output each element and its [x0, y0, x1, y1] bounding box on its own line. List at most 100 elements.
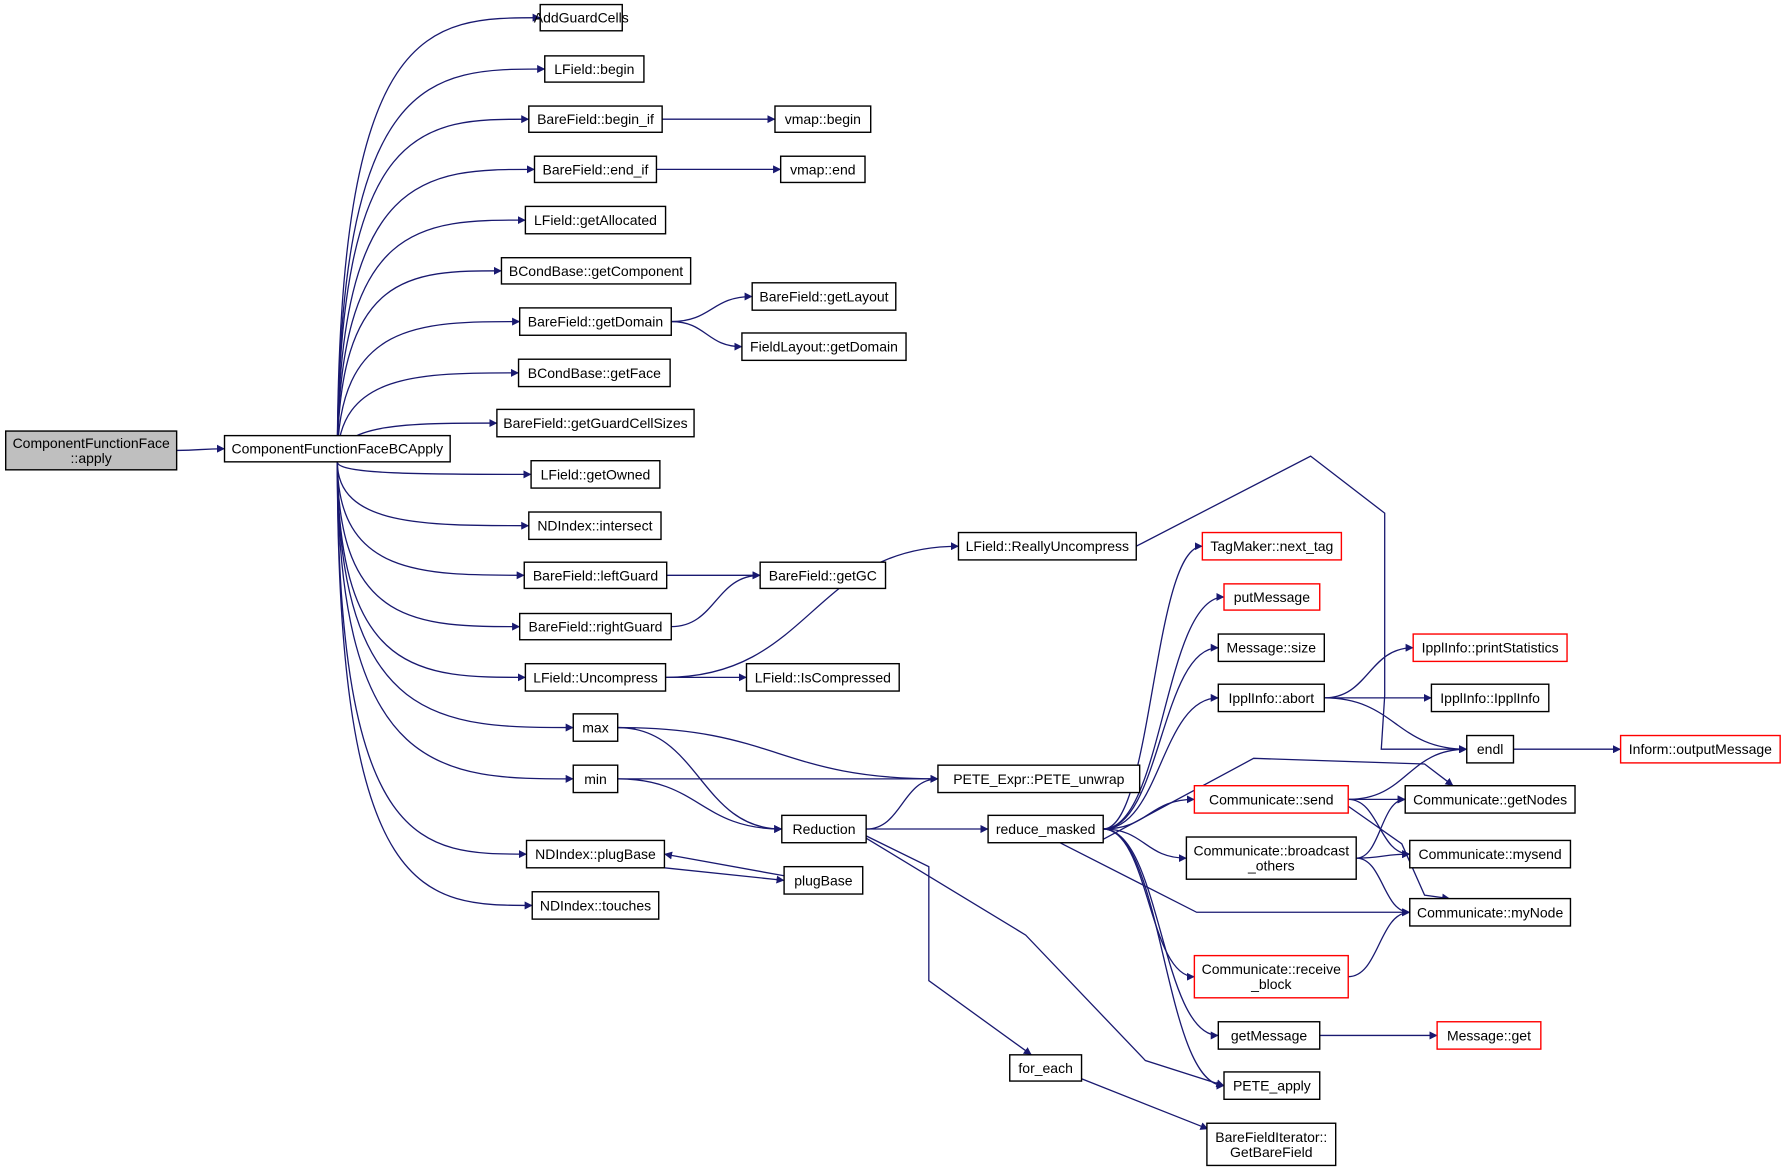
function-node-bfendif[interactable]: BareField::end_if [533, 155, 658, 184]
function-node-lfbegin[interactable]: LField::begin [544, 55, 645, 83]
function-node-getmessage[interactable]: getMessage [1217, 1021, 1321, 1050]
function-node-ipplippl[interactable]: IpplInfo::IpplInfo [1430, 683, 1550, 713]
node-box [1217, 683, 1325, 713]
function-node-agc[interactable]: AddGuardCells [534, 3, 629, 32]
edge-arrow [1103, 542, 1203, 830]
function-node-ndintersect[interactable]: NDIndex::intersect [528, 511, 662, 541]
node-box [1217, 1021, 1321, 1050]
function-node-bfgetdomain[interactable]: BareField::getDomain [518, 307, 672, 336]
edge-arrow [336, 165, 535, 462]
function-node-lfgetalloc[interactable]: LField::getAllocated [524, 205, 667, 235]
function-node-ndplugbase[interactable]: NDIndex::plugBase [525, 839, 666, 869]
call-edge-cffa-to-cffbca [176, 444, 225, 453]
function-node-foreach[interactable]: for_each [1009, 1054, 1083, 1082]
function-node-msgget[interactable]: Message::get [1436, 1021, 1542, 1050]
edge-arrow [336, 461, 525, 580]
function-node-commmysend[interactable]: Communicate::mysend [1409, 839, 1572, 869]
function-node-lfreallyuncompress[interactable]: LField::ReallyUncompress [957, 531, 1137, 561]
edge-arrow [336, 266, 502, 462]
function-node-ipplabort[interactable]: IpplInfo::abort [1217, 683, 1325, 713]
function-node-bfrightguard[interactable]: BareField::rightGuard [518, 612, 672, 641]
edge-arrow [1103, 693, 1219, 830]
node-label: BareField::getGuardCellSizes [503, 415, 687, 431]
call-edge-bfgetdomain-to-flgetdomain [671, 320, 743, 351]
edge-arrow [1356, 857, 1411, 917]
function-node-commbcast[interactable]: Communicate::broadcast_others [1185, 836, 1357, 880]
function-node-bfgcs[interactable]: BareField::getGuardCellSizes [496, 408, 695, 438]
node-box [525, 839, 666, 869]
function-node-bfgetgc[interactable]: BareField::getGC [759, 561, 887, 590]
function-node-tagmaker[interactable]: TagMaker::next_tag [1201, 531, 1343, 561]
function-node-commgetnodes[interactable]: Communicate::getNodes [1404, 785, 1576, 814]
function-node-peteapply[interactable]: PETE_apply [1223, 1071, 1321, 1100]
call-edge-cffbca-to-ndplugbase [336, 461, 527, 859]
function-node-vmapend[interactable]: vmap::end [779, 155, 866, 184]
node-label: BareField::end_if [543, 161, 649, 177]
function-node-peteunwrap[interactable]: PETE_Expr::PETE_unwrap [937, 764, 1141, 794]
function-node-cffbca[interactable]: ComponentFunctionFaceBCApply [223, 434, 451, 463]
function-node-bcgetface[interactable]: BCondBase::getFace [517, 358, 671, 388]
node-label: AddGuardCells [534, 10, 629, 26]
function-node-commrecv[interactable]: Communicate::receive_block [1193, 954, 1349, 999]
node-box [741, 332, 907, 362]
function-node-putmessage[interactable]: putMessage [1223, 583, 1321, 611]
node-label: Message::get [1447, 1027, 1531, 1043]
node-box [937, 764, 1141, 794]
edge-arrow [664, 867, 785, 884]
edge-arrow [336, 461, 533, 910]
node-label: putMessage [1234, 589, 1310, 605]
function-node-min[interactable]: min [572, 764, 619, 794]
call-edge-reducemasked-to-putmessage [1103, 593, 1225, 830]
function-node-bfigetbf[interactable]: BareFieldIterator::GetBareField [1206, 1122, 1337, 1167]
function-node-ipplprintstats[interactable]: IpplInfo::printStatistics [1412, 633, 1568, 663]
function-node-bfgetlayout[interactable]: BareField::getLayout [751, 282, 897, 311]
call-edge-cffbca-to-lfgetalloc [336, 216, 526, 462]
node-label: Communicate::getNodes [1413, 791, 1567, 807]
function-node-lfgetowned[interactable]: LField::getOwned [530, 460, 661, 489]
node-label: BCondBase::getFace [528, 365, 661, 381]
function-node-reducemasked[interactable]: reduce_masked [987, 814, 1104, 844]
function-node-cffa[interactable]: ComponentFunctionFace::apply [4, 430, 178, 471]
function-node-commsend[interactable]: Communicate::send [1193, 785, 1349, 814]
node-label: LField::Uncompress [533, 669, 658, 685]
edge-arrow [866, 774, 939, 830]
function-node-vmapbegin[interactable]: vmap::begin [774, 105, 872, 133]
function-node-bcgetcomp[interactable]: BCondBase::getComponent [500, 257, 692, 285]
function-node-flgetdomain[interactable]: FieldLayout::getDomain [741, 332, 907, 362]
call-edge-reduction-to-peteunwrap [866, 774, 939, 830]
edge-arrow [1103, 593, 1225, 830]
function-node-lfuncompress[interactable]: LField::Uncompress [524, 662, 667, 692]
call-edge-cffbca-to-lfbegin [336, 64, 546, 462]
function-node-endl[interactable]: endl [1466, 734, 1515, 764]
call-edge-cffbca-to-bcgetcomp [336, 266, 502, 462]
call-edge-cffbca-to-bfrightguard [336, 461, 521, 631]
edge-arrow [1103, 828, 1225, 1090]
function-node-ndtouches[interactable]: NDIndex::touches [531, 891, 660, 920]
edge-arrow [1103, 795, 1195, 830]
function-node-max[interactable]: max [572, 713, 619, 742]
function-node-bfleftguard[interactable]: BareField::leftGuard [523, 561, 668, 590]
function-node-reduction[interactable]: Reduction [781, 814, 867, 844]
function-node-plugbase[interactable]: plugBase [783, 865, 864, 895]
edge-arrow [336, 216, 526, 462]
edge-arrow [1324, 697, 1468, 754]
function-node-informout[interactable]: Inform::outputMessage [1619, 734, 1781, 764]
node-label: PETE_apply [1233, 1078, 1311, 1094]
edge-arrow [1356, 795, 1406, 859]
node-label: Communicate::receive [1202, 961, 1341, 977]
node-label: TagMaker::next_tag [1210, 538, 1333, 554]
function-node-lfiscompressed[interactable]: LField::IsCompressed [745, 662, 900, 692]
node-box [528, 511, 662, 541]
function-node-bfbeginif[interactable]: BareField::begin_if [528, 105, 663, 133]
node-box [774, 105, 872, 133]
function-node-commmynode[interactable]: Communicate::myNode [1409, 897, 1572, 927]
edge-arrow [1103, 643, 1219, 830]
function-node-msgsize[interactable]: Message::size [1217, 633, 1325, 663]
node-label: BCondBase::getComponent [509, 263, 683, 279]
node-box [531, 891, 660, 920]
edge-arrow [664, 851, 785, 877]
node-label: BareField::rightGuard [529, 619, 663, 635]
edge-arrow [336, 115, 530, 462]
node-label: _others [1247, 858, 1295, 874]
node-box [1185, 836, 1357, 880]
